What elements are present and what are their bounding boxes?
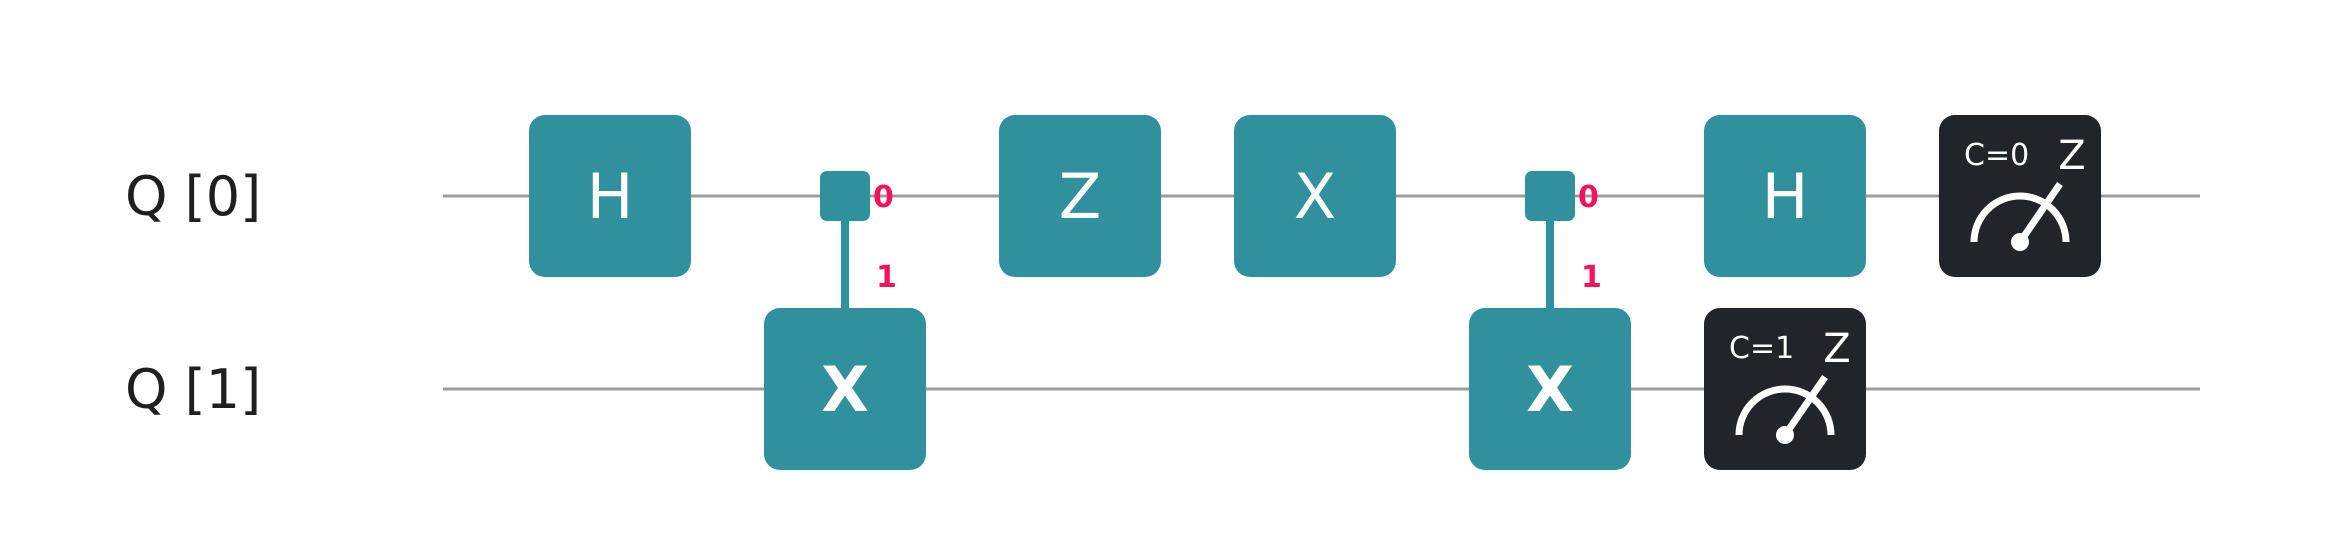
control-state-label: 1 — [1581, 260, 1602, 295]
qubit-label-1: Q [1] — [125, 358, 261, 421]
x-gate-box — [1234, 115, 1396, 277]
measurement-gate[interactable]: C=0 Z — [1939, 115, 2101, 277]
gate-symbol: H — [1762, 160, 1809, 233]
h-gate-box — [1704, 115, 1866, 277]
measurement-basis-label: Z — [2058, 133, 2085, 179]
h-gate[interactable]: H — [529, 115, 691, 277]
meter-icon — [1735, 375, 1835, 444]
classical-register-label: C=1 — [1729, 331, 1794, 366]
measurement-basis-label: Z — [1823, 326, 1850, 372]
gate-symbol: H — [587, 160, 634, 233]
cnot-control-node[interactable] — [820, 171, 870, 221]
control-state-label: 1 — [876, 260, 897, 295]
h-gate-box — [529, 115, 691, 277]
qubit-labels: Q [0] Q [1] — [125, 165, 261, 421]
control-state-label: 0 — [873, 180, 894, 215]
z-gate[interactable]: Z — [999, 115, 1161, 277]
z-gate-box — [999, 115, 1161, 277]
cnot-gate[interactable]: X 0 1 — [1469, 171, 1631, 470]
gate-symbol: X — [1526, 353, 1574, 426]
qubit-label-0: Q [0] — [125, 165, 261, 228]
control-state-label: 0 — [1578, 180, 1599, 215]
h-gate[interactable]: H — [1704, 115, 1866, 277]
x-gate[interactable]: X — [1234, 115, 1396, 277]
measurement-gate[interactable]: C=1 Z — [1704, 308, 1866, 470]
cnot-target-box — [764, 308, 926, 470]
cnot-target-box — [1469, 308, 1631, 470]
cnot-control-node[interactable] — [1525, 171, 1575, 221]
gate-symbol: X — [821, 353, 869, 426]
cnot-gate[interactable]: X 0 1 — [764, 171, 926, 470]
gate-symbol: X — [1294, 160, 1336, 233]
cnot-connector — [841, 196, 849, 312]
gate-symbol: Z — [1059, 160, 1101, 233]
cnot-connector — [1546, 196, 1554, 312]
meter-icon — [1970, 182, 2070, 251]
classical-register-label: C=0 — [1964, 138, 2029, 173]
